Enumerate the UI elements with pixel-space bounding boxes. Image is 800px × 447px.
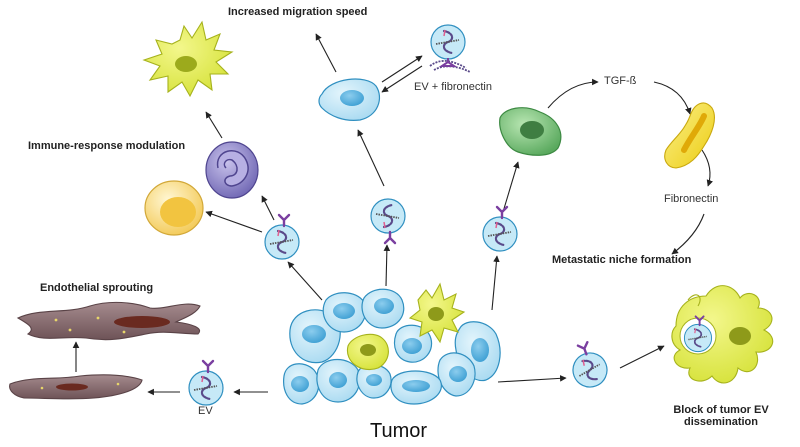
- migrating-tumor-cell: [318, 78, 381, 121]
- arrows: [72, 33, 714, 396]
- arrow-ev-to-macrophage: [205, 210, 263, 233]
- label-ev-fibronectin: EV + fibronectin: [414, 81, 492, 93]
- arrow-ev-to-monocyte: [261, 195, 275, 221]
- ev-bottom-right: [565, 339, 612, 392]
- arrow-migrating-to-top: [315, 33, 337, 73]
- label-ev: EV: [198, 405, 213, 417]
- macrophage: [144, 180, 204, 236]
- arrow-fibronectin-to-niche: [671, 213, 705, 255]
- endothelial-cell: [9, 374, 143, 400]
- label-tgf: TGF-ß: [604, 75, 637, 87]
- label-block-line2: dissemination: [684, 416, 758, 428]
- arrow-cell-to-ev-fibronectin: [381, 55, 423, 83]
- label-fibronectin: Fibronectin: [664, 193, 719, 205]
- arrow-monocyte-to-dendritic: [205, 111, 223, 139]
- dendritic-cell-capturing-ev: [671, 285, 774, 384]
- tumor-cluster: [283, 282, 501, 405]
- dendritic-cell: [142, 20, 234, 98]
- arrow-fibroblast-to-tgf: [547, 78, 599, 109]
- arrow-ev-to-dendritic-capture: [619, 345, 665, 369]
- endothelial-cell-sprouting: [16, 301, 201, 341]
- ev-center: [371, 199, 405, 243]
- monocyte: [205, 141, 259, 199]
- arrow-tumor-to-ev-center: [383, 244, 391, 287]
- label-block-line1: Block of tumor EV: [673, 404, 769, 416]
- label-tumor: Tumor: [370, 420, 428, 442]
- label-immune: Immune-response modulation: [28, 140, 186, 152]
- arrow-ev-fibronectin-to-cell: [381, 65, 423, 93]
- arrow-tumor-to-ev-left: [287, 261, 323, 301]
- ev-right: [483, 207, 517, 251]
- ev-bottom-left: [189, 361, 223, 405]
- label-migration: Increased migration speed: [228, 6, 368, 18]
- arrow-ev-to-migrating-cell: [357, 129, 385, 187]
- label-block: Block of tumor EV dissemination: [666, 404, 776, 428]
- fibroblast: [499, 107, 562, 156]
- arrow-ev-to-fibroblast: [502, 161, 520, 213]
- arrow-tgf-to-myofibroblast: [653, 81, 692, 115]
- ev-fibronectin: [429, 23, 471, 73]
- arrow-myofibroblast-to-fibronectin: [701, 149, 714, 187]
- arrow-tumor-to-ev-bottom-right: [497, 375, 567, 383]
- myofibroblast: [664, 102, 715, 169]
- label-endothelial: Endothelial sprouting: [40, 282, 154, 294]
- arrow-tumor-to-ev-right: [491, 255, 500, 311]
- ev-left: [265, 215, 299, 259]
- label-metastatic: Metastatic niche formation: [552, 254, 692, 266]
